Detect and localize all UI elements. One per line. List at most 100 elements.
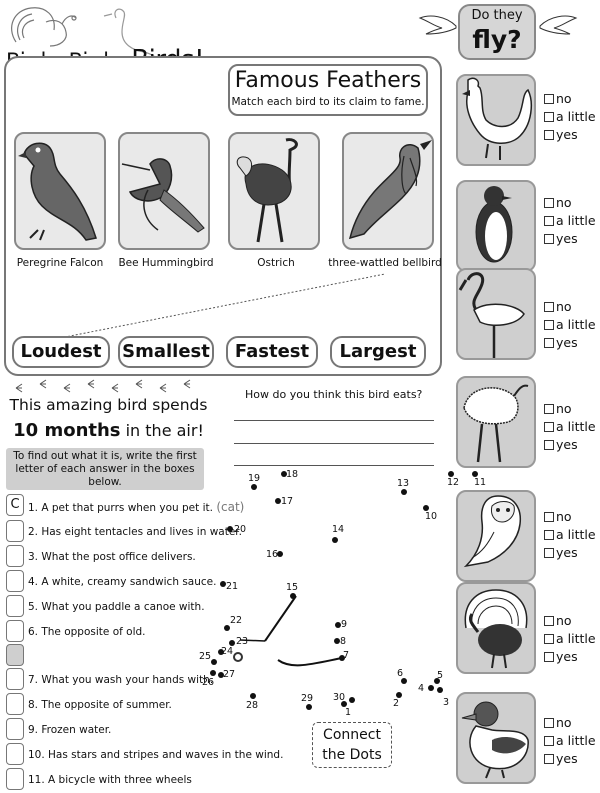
checkbox-icon[interactable] xyxy=(544,216,554,226)
answer-box[interactable] xyxy=(6,520,24,542)
fly-option-a-little[interactable]: a little xyxy=(544,317,596,332)
question-text: 1. A pet that purrs when you pet it. (ca… xyxy=(28,500,245,514)
checkbox-icon[interactable] xyxy=(544,718,554,728)
answer-box[interactable] xyxy=(6,668,24,690)
dot-label: 10 xyxy=(425,511,438,522)
dot-point xyxy=(335,622,341,628)
claim-fastest[interactable]: Fastest xyxy=(226,336,318,368)
checkbox-icon[interactable] xyxy=(544,320,554,330)
checkbox-icon[interactable] xyxy=(544,754,554,764)
dot-point xyxy=(401,489,407,495)
checkbox-icon[interactable] xyxy=(544,530,554,540)
dot-point xyxy=(210,670,216,676)
answer-box[interactable]: C xyxy=(6,494,24,516)
connect-the-dots-label: Connect the Dots xyxy=(312,722,392,768)
fly-option-yes[interactable]: yes xyxy=(544,231,578,246)
fly-option-a-little[interactable]: a little xyxy=(544,213,596,228)
dot-label: 19 xyxy=(248,473,261,484)
dot-label: 24 xyxy=(221,646,234,657)
dot-label: 11 xyxy=(474,477,487,488)
fly-option-no[interactable]: no xyxy=(544,91,572,106)
dot-point xyxy=(428,685,434,691)
fly-option-yes[interactable]: yes xyxy=(544,437,578,452)
fly-option-no[interactable]: no xyxy=(544,613,572,628)
checkbox-icon[interactable] xyxy=(544,130,554,140)
fly-option-yes[interactable]: yes xyxy=(544,545,578,560)
checkbox-icon[interactable] xyxy=(544,512,554,522)
answer-line[interactable] xyxy=(234,420,434,421)
fly-option-no[interactable]: no xyxy=(544,195,572,210)
do-they-fly-header: Do they fly? xyxy=(458,4,536,60)
claim-smallest[interactable]: Smallest xyxy=(118,336,214,368)
checkbox-icon[interactable] xyxy=(544,616,554,626)
checkbox-icon[interactable] xyxy=(544,548,554,558)
dot-label: 6 xyxy=(397,668,404,679)
answer-box[interactable] xyxy=(6,545,24,567)
checkbox-icon[interactable] xyxy=(544,198,554,208)
bird-card-bellbird xyxy=(342,132,434,250)
question-text: 6. The opposite of old. xyxy=(28,626,146,638)
checkbox-icon[interactable] xyxy=(544,736,554,746)
checkbox-icon[interactable] xyxy=(544,112,554,122)
amazing-bird-line1: This amazing bird spends xyxy=(9,396,208,414)
fly-option-a-little[interactable]: a little xyxy=(544,631,596,646)
dot-label: 21 xyxy=(226,581,239,592)
dot-point xyxy=(306,704,312,710)
question-text: 10. Has stars and stripes and waves in t… xyxy=(28,749,284,761)
fly-option-a-little[interactable]: a little xyxy=(544,109,596,124)
checkbox-icon[interactable] xyxy=(544,440,554,450)
answer-box[interactable] xyxy=(6,620,24,642)
claim-largest[interactable]: Largest xyxy=(330,336,426,368)
checkbox-icon[interactable] xyxy=(544,302,554,312)
checkbox-icon[interactable] xyxy=(544,634,554,644)
dot-point xyxy=(229,640,235,646)
fly-option-no[interactable]: no xyxy=(544,299,572,314)
answer-box[interactable] xyxy=(6,693,24,715)
dot-label: 13 xyxy=(397,478,410,489)
question-text: 2. Has eight tentacles and lives in wate… xyxy=(28,526,242,538)
question-text: 9. Frozen water. xyxy=(28,724,112,736)
emu-icon xyxy=(463,384,529,463)
famous-feathers-header: Famous Feathers Match each bird to its c… xyxy=(228,64,428,116)
claim-loudest[interactable]: Loudest xyxy=(12,336,110,368)
checkbox-icon[interactable] xyxy=(544,422,554,432)
question-text: 5. What you paddle a canoe with. xyxy=(28,601,205,613)
checkbox-icon[interactable] xyxy=(544,94,554,104)
checkbox-icon[interactable] xyxy=(544,404,554,414)
dot-label: 5 xyxy=(437,670,444,681)
turkey-tile xyxy=(456,582,536,674)
checkbox-icon[interactable] xyxy=(544,652,554,662)
fly-option-no[interactable]: no xyxy=(544,401,572,416)
answer-box[interactable] xyxy=(6,743,24,765)
dot-point xyxy=(448,471,454,477)
bird-name-label: Ostrich xyxy=(257,257,295,269)
fly-option-a-little[interactable]: a little xyxy=(544,419,596,434)
dot-point xyxy=(339,655,345,661)
answer-box[interactable] xyxy=(6,718,24,740)
fly-option-no[interactable]: no xyxy=(544,715,572,730)
right-wing-icon xyxy=(539,15,578,35)
fly-option-yes[interactable]: yes xyxy=(544,127,578,142)
eats-question: How do you think this bird eats? xyxy=(245,388,423,401)
penguin-tile xyxy=(456,180,536,272)
answer-line[interactable] xyxy=(234,465,434,466)
answer-box[interactable] xyxy=(6,595,24,617)
answer-line[interactable] xyxy=(234,443,434,444)
checkbox-icon[interactable] xyxy=(544,234,554,244)
fly-option-a-little[interactable]: a little xyxy=(544,527,596,542)
dot-label: 30 xyxy=(333,692,346,703)
checkbox-icon[interactable] xyxy=(544,338,554,348)
bird-name-label: three-wattled bellbird xyxy=(328,257,442,269)
fly-option-yes[interactable]: yes xyxy=(544,649,578,664)
answer-box[interactable] xyxy=(6,570,24,592)
flamingo-icon xyxy=(458,272,525,358)
dot-point xyxy=(334,638,340,644)
fly-option-a-little[interactable]: a little xyxy=(544,733,596,748)
answer-box[interactable] xyxy=(6,768,24,790)
fly-option-yes[interactable]: yes xyxy=(544,335,578,350)
fly-option-yes[interactable]: yes xyxy=(544,751,578,766)
dot-label: 23 xyxy=(236,636,249,647)
fly-option-no[interactable]: no xyxy=(544,509,572,524)
bird-card-ostrich xyxy=(228,132,320,250)
dot-point xyxy=(251,484,257,490)
